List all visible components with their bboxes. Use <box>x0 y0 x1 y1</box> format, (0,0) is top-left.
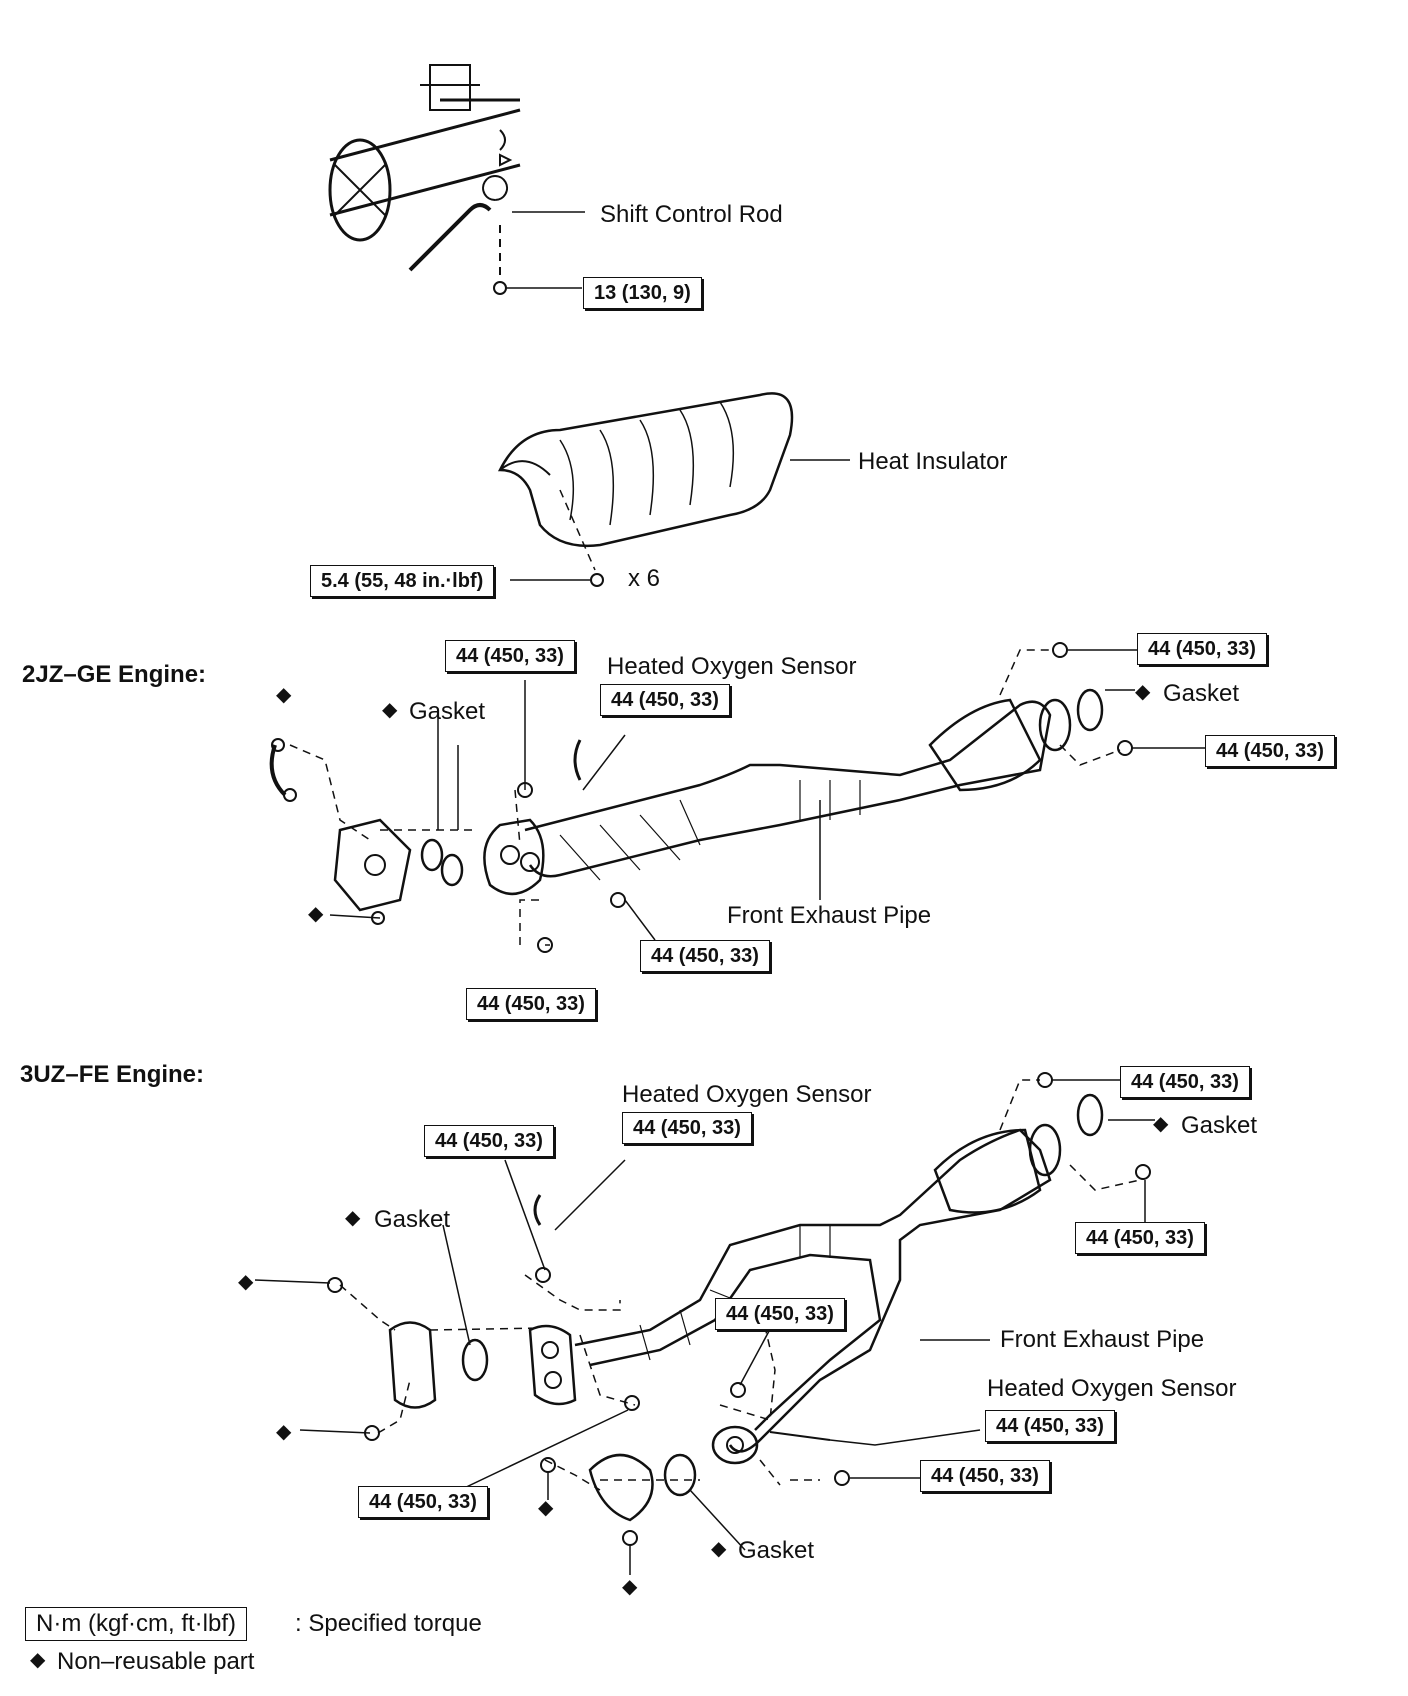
2jz-exhaust-drawing <box>269 642 1205 953</box>
3uz-torque-center: 44 (450, 33) <box>715 1298 845 1330</box>
heat-insulator-torque-box: 5.4 (55, 48 in.·lbf) <box>310 565 495 597</box>
shift-control-rod-drawing <box>328 64 585 295</box>
3uz-torque-top-left: 44 (450, 33) <box>424 1125 554 1157</box>
3uz-gasket-right-diamond: ◆ <box>1153 1113 1169 1135</box>
legend-nonreusable-diamond: ◆ <box>30 1649 46 1671</box>
heat-insulator-quantity: x 6 <box>628 565 661 592</box>
2jz-gasket-label: Gasket <box>409 698 486 725</box>
2jz-engine-heading: 2JZ–GE Engine: <box>22 661 207 688</box>
3uz-nonreusable-marker-2: ◆ <box>276 1421 292 1443</box>
3uz-torque-bottom-right: 44 (450, 33) <box>920 1460 1050 1492</box>
3uz-gasket-bottom-diamond: ◆ <box>711 1538 727 1560</box>
2jz-torque-bottom: 44 (450, 33) <box>466 988 596 1020</box>
3uz-torque-bottom-left: 44 (450, 33) <box>358 1486 488 1518</box>
legend-torque-unit-box: N·m (kgf·cm, ft·lbf) <box>25 1607 247 1642</box>
3uz-torque-sensor-top: 44 (450, 33) <box>622 1112 752 1144</box>
2jz-gasket-right-label: Gasket <box>1163 680 1240 707</box>
shift-rod-torque-box: 13 (130, 9) <box>583 277 702 309</box>
3uz-pipe-label: Front Exhaust Pipe <box>1000 1326 1205 1353</box>
2jz-torque-mid: 44 (450, 33) <box>640 940 770 972</box>
3uz-sensor-label-top: Heated Oxygen Sensor <box>622 1081 872 1108</box>
2jz-torque-sensor: 44 (450, 33) <box>600 684 730 716</box>
3uz-torque-top-right: 44 (450, 33) <box>1120 1066 1250 1098</box>
3uz-nonreusable-marker-3: ◆ <box>538 1497 554 1519</box>
3uz-sensor-label-bottom: Heated Oxygen Sensor <box>987 1375 1237 1402</box>
3uz-gasket-right-label: Gasket <box>1181 1112 1258 1139</box>
2jz-sensor-label: Heated Oxygen Sensor <box>607 653 857 680</box>
3uz-gasket-left-label: Gasket <box>374 1206 451 1233</box>
3uz-torque-sensor-bottom: 44 (450, 33) <box>985 1410 1115 1442</box>
3uz-engine-heading: 3UZ–FE Engine: <box>20 1061 205 1088</box>
heat-insulator-label: Heat Insulator <box>858 448 1008 475</box>
2jz-torque-top-left: 44 (450, 33) <box>445 640 575 672</box>
2jz-torque-right: 44 (450, 33) <box>1205 735 1335 767</box>
2jz-nonreusable-marker-1: ◆ <box>276 684 292 706</box>
3uz-nonreusable-marker-4: ◆ <box>622 1576 638 1598</box>
2jz-gasket-right-diamond: ◆ <box>1135 681 1151 703</box>
2jz-nonreusable-marker-2: ◆ <box>308 903 324 925</box>
3uz-exhaust-drawing <box>254 1072 1155 1575</box>
3uz-gasket-left-diamond: ◆ <box>345 1207 361 1229</box>
heat-insulator-drawing <box>497 392 850 587</box>
2jz-pipe-label: Front Exhaust Pipe <box>727 902 932 929</box>
2jz-torque-top-right: 44 (450, 33) <box>1137 633 1267 665</box>
shift-control-rod-label: Shift Control Rod <box>600 201 783 228</box>
legend-nonreusable-description: Non–reusable part <box>57 1648 255 1675</box>
2jz-gasket-diamond: ◆ <box>382 699 398 721</box>
legend-torque-description: : Specified torque <box>295 1610 482 1637</box>
3uz-nonreusable-marker-1: ◆ <box>238 1271 254 1293</box>
3uz-gasket-bottom-label: Gasket <box>738 1537 815 1564</box>
3uz-torque-right: 44 (450, 33) <box>1075 1222 1205 1254</box>
